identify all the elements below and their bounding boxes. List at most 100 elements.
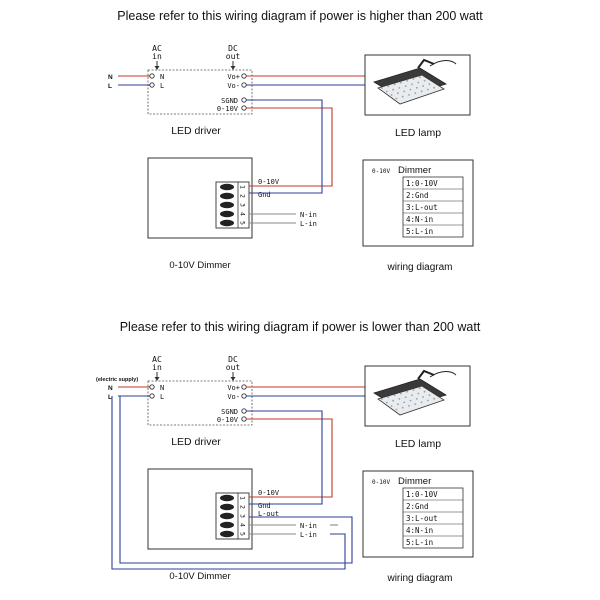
d1-heading: Please refer to this wiring diagram if p… xyxy=(120,320,481,334)
d1-led-dot-icon xyxy=(404,396,407,398)
d0-term-vo-plus-label: Vo+ xyxy=(227,73,240,81)
d1-led-dot-icon xyxy=(418,387,421,390)
d0-pin-4-label: 4 xyxy=(239,212,247,216)
d0-led-dot-icon xyxy=(427,88,429,91)
d0-led-dot-icon xyxy=(422,85,424,87)
d0-term-0-10v-label: 0-10V xyxy=(217,105,239,113)
d1-legend-caption: wiring diagram xyxy=(386,573,452,584)
d0-led-dot-icon xyxy=(401,95,404,98)
d0-term-0-10v-icon xyxy=(241,105,247,111)
d0-heading: Please refer to this wiring diagram if p… xyxy=(117,9,483,23)
d1-led-dot-icon xyxy=(390,405,393,407)
d1-dimmer-label: 0-10V Dimmer xyxy=(169,571,230,582)
d0-led-dot-icon xyxy=(406,79,409,82)
d0-term-vo-plus-icon xyxy=(241,73,247,79)
d0-pin-5-label: 5 xyxy=(239,221,247,225)
d0-ac-sub: in xyxy=(152,52,162,61)
d0-led-dot-icon xyxy=(409,88,412,91)
d1-dc-arrow-icon-head xyxy=(230,377,236,381)
d1-led-dot-icon xyxy=(392,399,394,402)
d0-term-vo-minus-icon xyxy=(241,82,247,88)
d0-pin-1-label: 1 xyxy=(239,185,247,189)
d1-led-dot-icon xyxy=(420,401,423,404)
d1-wire-sgnd xyxy=(246,410,323,505)
d0-dc-arrow-icon-head xyxy=(230,66,236,70)
d1-led-dot-icon xyxy=(415,397,418,400)
d0-driver-label: LED driver xyxy=(171,125,221,137)
d0-legend-table xyxy=(402,176,464,238)
d0-lamp-label: LED lamp xyxy=(395,127,441,139)
d1-pin-2-label: 2 xyxy=(239,505,247,509)
d0-led-dot-icon xyxy=(418,76,421,79)
d0-term-l-icon xyxy=(149,82,155,88)
d1-dc-label: DC xyxy=(228,355,238,364)
d1-pin-1-label: 1 xyxy=(239,496,247,500)
d1-led-dot-icon xyxy=(403,401,406,404)
d1-screw-5-icon xyxy=(220,530,234,538)
diagram-2-group: Please refer to this wiring diagram if p… xyxy=(96,320,481,584)
d0-term-l-label: L xyxy=(160,82,164,90)
d0-dimmer-wire-gnd-label: Gnd xyxy=(258,191,271,199)
d1-led-dot-icon xyxy=(417,392,420,395)
d1-led-dot-icon xyxy=(393,394,396,397)
d1-dimmer-wire-l-in-label: L-in xyxy=(300,531,317,539)
d1-term-vo-minus-icon xyxy=(241,393,247,399)
d0-term-sgnd-label: SGND xyxy=(221,97,238,105)
d0-led-dot-icon xyxy=(415,86,418,89)
d0-led-dot-icon xyxy=(395,97,398,100)
d0-led-dot-icon xyxy=(412,78,415,80)
d1-term-vo-plus-label: Vo+ xyxy=(227,384,240,392)
d1-led-dot-icon xyxy=(387,396,390,399)
d0-led-dot-icon xyxy=(411,83,413,86)
d0-led-dot-icon xyxy=(400,81,402,84)
d1-dimmer-wire-n-in-label: N-in xyxy=(300,522,317,530)
d1-screw-3-icon xyxy=(220,512,234,520)
d0-dc-sub: out xyxy=(226,52,241,61)
d1-screw-1-icon xyxy=(220,494,234,502)
d1-screw-2-icon xyxy=(220,503,234,511)
d1-term-l-label: L xyxy=(160,393,164,401)
d1-led-dot-icon xyxy=(411,394,413,397)
d0-dimmer-wire-l-in-label: L-in xyxy=(300,220,317,228)
d0-ac-label: AC xyxy=(152,44,162,53)
d1-lamp-bracket-icon xyxy=(417,369,435,380)
d1-ac-arrow-icon-head xyxy=(154,377,160,381)
d0-led-dot-icon xyxy=(387,85,390,88)
d0-led-dot-icon xyxy=(423,79,426,82)
d0-legend-item-3: 3:L-out xyxy=(406,203,438,212)
d0-screw-1-icon xyxy=(220,183,234,191)
d1-ac-sub: in xyxy=(152,363,162,372)
d0-legend-item-5: 5:L-in xyxy=(406,227,433,236)
d1-ac-label: AC xyxy=(152,355,162,364)
d1-legend-item-4: 4:N-in xyxy=(406,526,433,535)
d0-legend-title: Dimmer xyxy=(398,165,431,176)
d1-led-dot-icon xyxy=(414,403,417,405)
d0-term-n-icon xyxy=(149,73,155,79)
d1-dc-sub: out xyxy=(226,363,241,372)
d1-legend-title-prefix: 0-10V xyxy=(372,479,390,486)
d0-led-dot-icon xyxy=(390,94,393,96)
d1-led-dot-icon xyxy=(406,390,409,393)
d0-screw-5-icon xyxy=(220,219,234,227)
d1-screw-4-icon xyxy=(220,521,234,529)
d1-led-dot-icon xyxy=(398,398,401,400)
d1-legend-title: Dimmer xyxy=(398,476,431,487)
d1-term-sgnd-label: SGND xyxy=(221,408,238,416)
d1-wire-supply-l xyxy=(111,396,346,570)
d1-wire-0-10v xyxy=(246,418,333,498)
d0-led-dot-icon xyxy=(392,88,394,91)
d1-pin-5-label: 5 xyxy=(239,532,247,536)
d0-wire-0-10v xyxy=(246,107,333,187)
d1-legend-item-3: 3:L-out xyxy=(406,514,438,523)
d1-dimmer-wire-l-out-label: L-out xyxy=(258,510,279,518)
d1-term-n-label: N xyxy=(160,384,164,392)
d0-led-dot-icon xyxy=(417,81,420,84)
d1-led-driver-box xyxy=(147,380,253,426)
d0-pin-3-label: 3 xyxy=(239,203,247,207)
d0-screw-3-icon xyxy=(220,201,234,209)
d1-led-dot-icon xyxy=(401,406,404,409)
d0-dimmer-label: 0-10V Dimmer xyxy=(169,260,230,271)
d1-term-n-icon xyxy=(149,384,155,390)
